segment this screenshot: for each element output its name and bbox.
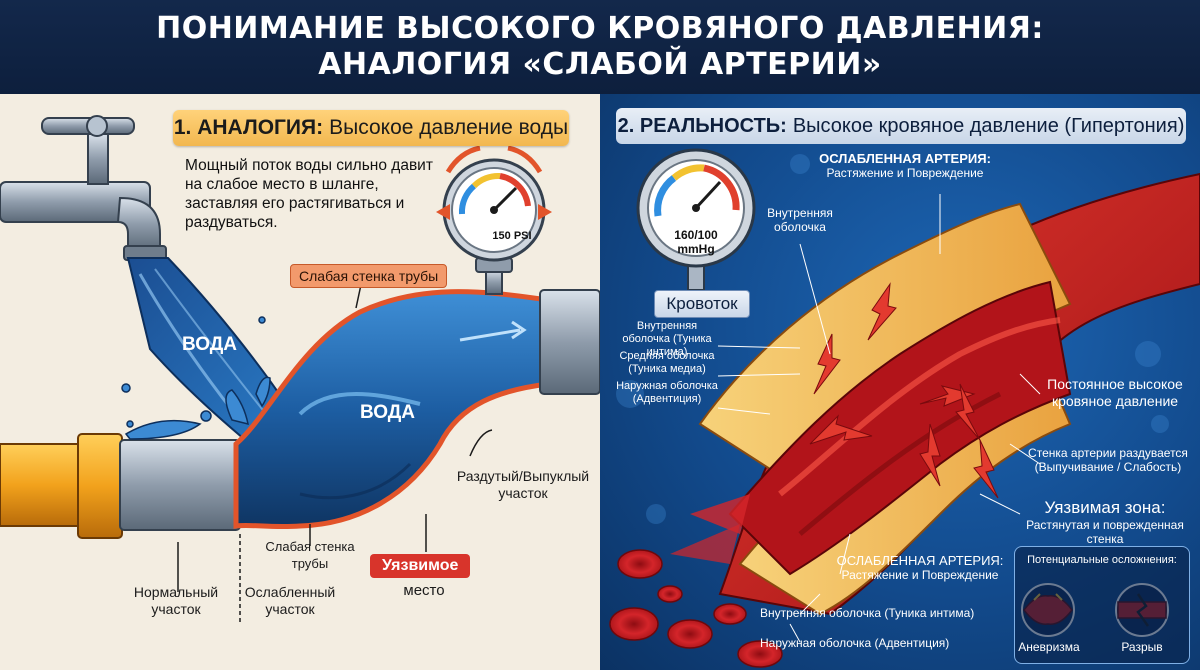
page-title-line2: АНАЛОГИЯ «СЛАБОЙ АРТЕРИИ» xyxy=(318,47,882,82)
analogy-description: Мощный поток воды сильно давит на слабое… xyxy=(185,157,433,231)
page-header: ПОНИМАНИЕ ВЫСОКОГО КРОВЯНОГО ДАВЛЕНИЯ: А… xyxy=(0,0,1200,94)
analogy-panel: 1. АНАЛОГИЯ:Высокое давление воды Мощный… xyxy=(0,94,600,670)
weak-artery-bottom: ОСЛАБЛЕННАЯ АРТЕРИЯ: Растяжение и Повреж… xyxy=(836,553,1004,583)
red-blood-cells xyxy=(609,549,783,668)
reality-title: 2. РЕАЛЬНОСТЬ:Высокое кровяное давление … xyxy=(616,108,1186,144)
page-title-line1: ПОНИМАНИЕ ВЫСОКОГО КРОВЯНОГО ДАВЛЕНИЯ: xyxy=(156,11,1044,46)
aneurysm-label: Аневризма xyxy=(1018,640,1080,654)
vulnerable-tag-sub: место xyxy=(403,582,445,599)
layer-intima-label: Внутренняя оболочка (Туника интима) xyxy=(622,320,712,358)
bulging-hose xyxy=(233,289,551,530)
weakened-section-label: Ослабленный участок xyxy=(244,584,336,617)
analogy-illustration xyxy=(0,115,600,624)
weak-artery-top: ОСЛАБЛЕННАЯ АРТЕРИЯ: Растяжение и Повреж… xyxy=(819,151,991,181)
bp-gauge-reading: 160/100 mmHg xyxy=(674,228,718,256)
artery-callout-lines xyxy=(717,194,1041,643)
pressure-gauge xyxy=(436,145,552,295)
complications-title: Потенциальные осложнения: xyxy=(1027,554,1177,566)
vulnerable-tag: Уязвимое xyxy=(370,554,471,578)
bulge-label: Раздутый/Выпуклый участок xyxy=(456,468,590,501)
faucet xyxy=(0,115,167,261)
pressure-arrows xyxy=(809,282,999,499)
inner-lining-bottom-label: Внутренняя оболочка (Туника интима) xyxy=(760,606,975,620)
water-label-hose: ВОДА xyxy=(360,402,416,423)
constant-pressure-label: Постоянное высокое кровяное давление xyxy=(1047,376,1183,409)
bp-gauge xyxy=(636,148,756,291)
weak-wall-low-label: Слабая стенка трубы xyxy=(265,539,355,571)
layer-media-label: Средняя оболочка (Туника медиа) xyxy=(619,350,715,375)
right-connector xyxy=(539,289,600,395)
normal-pipe xyxy=(0,433,241,539)
layer-adventitia-label: Наружная оболочка (Адвентиция) xyxy=(616,380,718,405)
water-splash xyxy=(121,316,271,440)
reality-panel: 2. РЕАЛЬНОСТЬ:Высокое кровяное давление … xyxy=(600,94,1200,670)
gauge-reading: 150 PSI xyxy=(492,230,532,242)
normal-section-label: Нормальный участок xyxy=(133,584,219,617)
wall-bulges-label: Стенка артерии раздувается (Выпучивание … xyxy=(1028,446,1188,474)
blood-flow-tag: Кровоток xyxy=(654,290,750,318)
vulnerable-zone-label: Уязвимая зона: Растянутая и поврежденная… xyxy=(1026,498,1184,546)
outer-layer-bottom-label: Наружная оболочка (Адвентиция) xyxy=(760,636,950,650)
analogy-title: 1. АНАЛОГИЯ:Высокое давление воды xyxy=(173,110,569,146)
weak-wall-tag: Слабая стенка трубы xyxy=(290,264,448,288)
inner-lining-top-label: Внутренняя оболочка xyxy=(767,206,833,234)
callout-lines xyxy=(177,279,493,624)
blood-spray xyxy=(670,494,750,564)
artery-lumen xyxy=(728,280,1072,576)
rupture-label: Разрыв xyxy=(1121,640,1163,654)
water-label-stream: ВОДА xyxy=(182,334,238,355)
complications-box xyxy=(1014,546,1190,664)
